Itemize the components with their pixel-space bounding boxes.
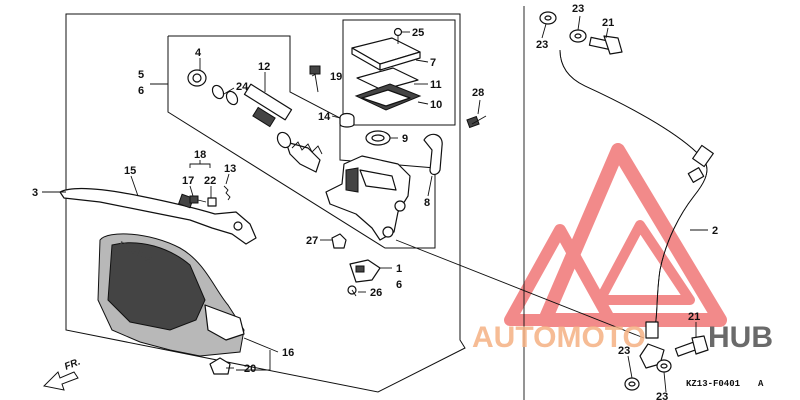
bolt-19 bbox=[309, 65, 321, 93]
watermark-logo bbox=[504, 143, 727, 327]
nut-22 bbox=[207, 197, 217, 207]
callout-23-bottom-right: 23 bbox=[656, 391, 668, 400]
watermark-triangle-right bbox=[538, 143, 727, 327]
banjo-bolt-21-top bbox=[588, 35, 623, 55]
callout-4: 4 bbox=[195, 47, 202, 59]
callout-26: 26 bbox=[370, 287, 382, 299]
callout-24: 24 bbox=[236, 81, 249, 93]
callout-17: 17 bbox=[182, 175, 194, 187]
boot-4-inner bbox=[192, 73, 202, 83]
callout-11: 11 bbox=[430, 79, 442, 91]
washer-23-top-left-hole bbox=[544, 15, 552, 21]
callout-21-top: 21 bbox=[602, 17, 614, 29]
callout-19: 19 bbox=[330, 71, 342, 83]
holder-1 bbox=[349, 259, 381, 283]
watermark-brand-part1: AUTOMOTO bbox=[472, 321, 646, 354]
callout-28: 28 bbox=[472, 87, 484, 99]
watermark-brand: AUTOMOTO HUB bbox=[472, 321, 773, 354]
callout-18: 18 bbox=[194, 149, 206, 161]
leader-lines bbox=[42, 15, 708, 393]
master-cylinder-body bbox=[325, 155, 411, 241]
reservoir-cap-group-frame bbox=[342, 19, 456, 126]
callout-10: 10 bbox=[430, 99, 442, 111]
direction-label: FR. bbox=[63, 357, 82, 373]
callout-14: 14 bbox=[318, 111, 331, 123]
watermark-triangle-inner bbox=[595, 220, 695, 305]
callout-15: 15 bbox=[124, 165, 136, 177]
callout-20: 20 bbox=[244, 363, 256, 375]
callout-27: 27 bbox=[306, 235, 318, 247]
callout-23-bottom-left: 23 bbox=[618, 345, 630, 357]
grommet-14 bbox=[339, 112, 355, 128]
banjo-bolt-21-bottom bbox=[674, 335, 709, 357]
callout-7: 7 bbox=[430, 57, 436, 69]
brake-hose bbox=[559, 49, 714, 369]
bolt-17 bbox=[189, 195, 207, 204]
callout-22: 22 bbox=[204, 175, 216, 187]
reservoir-cap bbox=[351, 37, 422, 111]
callout-13: 13 bbox=[224, 163, 236, 175]
diagram-code-suffix: A bbox=[758, 379, 764, 389]
callout-9: 9 bbox=[402, 133, 408, 145]
extension-line-hose bbox=[395, 239, 645, 339]
watermark-brand-part2: HUB bbox=[708, 321, 773, 354]
washer-23-top-right-hole bbox=[574, 33, 582, 39]
bolt-28 bbox=[466, 115, 487, 129]
callout-23-top-left: 23 bbox=[536, 39, 548, 51]
callout-1: 1 bbox=[396, 263, 402, 275]
callout-23-top-right: 23 bbox=[572, 3, 584, 15]
callout-12: 12 bbox=[258, 61, 270, 73]
nut-20 bbox=[209, 357, 231, 375]
spring-13 bbox=[223, 185, 231, 201]
brake-lever bbox=[59, 187, 257, 245]
holder-clamp-8 bbox=[423, 133, 443, 176]
callout-5: 5 bbox=[138, 69, 144, 81]
callout-6-lower: 6 bbox=[396, 279, 402, 291]
callout-16: 16 bbox=[282, 347, 294, 359]
callout-21-bottom: 21 bbox=[688, 311, 700, 323]
assembly-frame bbox=[65, 13, 466, 393]
callout-3: 3 bbox=[32, 187, 38, 199]
callout-2: 2 bbox=[712, 225, 718, 237]
hand-guard: HONDA bbox=[97, 233, 245, 357]
diagram-code: KZ13-F0401 bbox=[686, 379, 741, 389]
washer-23-bottom-left-hole bbox=[628, 381, 636, 387]
bolt-26 bbox=[347, 285, 357, 297]
callout-8: 8 bbox=[424, 197, 430, 209]
callout-6-upper: 6 bbox=[138, 85, 144, 97]
callouts: 3 4 5 6 12 24 15 18 17 22 13 19 25 7 11 … bbox=[32, 3, 718, 400]
piston-assembly bbox=[211, 83, 391, 173]
callout-25: 25 bbox=[412, 27, 424, 39]
nut-27 bbox=[331, 233, 347, 249]
washer-23-bottom-right-hole bbox=[660, 363, 668, 369]
front-direction-arrow: FR. bbox=[42, 357, 82, 391]
screw-25 bbox=[393, 27, 403, 44]
